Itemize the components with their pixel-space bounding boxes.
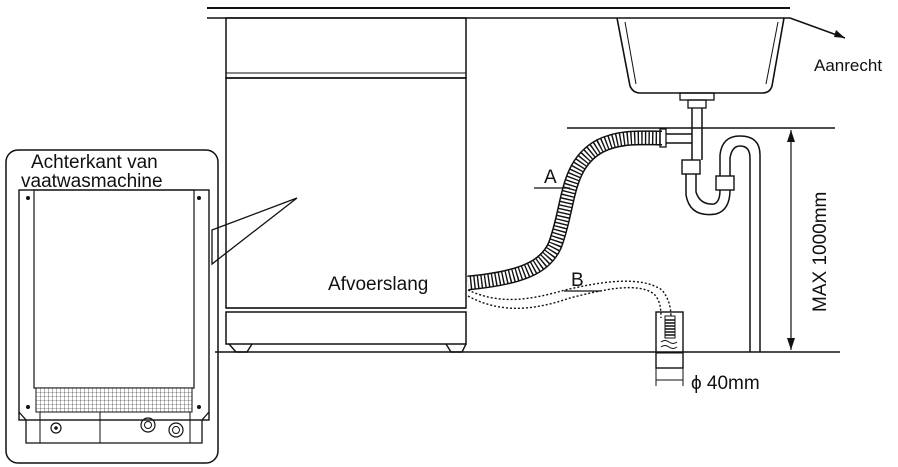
standpipe: [655, 311, 684, 386]
back-panel-title-line2: vaatwasmachine: [21, 171, 163, 192]
drain-hose-label: Afvoerslang: [328, 274, 428, 295]
drain-hose-a: [467, 128, 667, 291]
countertop: [207, 7, 846, 39]
max-height-dimension: [787, 130, 795, 350]
sink-trap: [666, 108, 761, 352]
back-panel-title-line1: Achterkant van: [31, 152, 158, 173]
callout-pointer: [211, 197, 298, 266]
back-panel-inset: [5, 149, 219, 464]
pipe-diameter-label: ϕ 40mm: [691, 373, 760, 394]
dishwasher: [225, 17, 467, 353]
option-b-label: B: [571, 270, 584, 291]
option-a-label: A: [544, 167, 557, 188]
sink: [616, 17, 785, 109]
max-height-label: MAX 1000mm: [810, 192, 831, 312]
drain-hose-b: [467, 280, 672, 319]
countertop-label: Aanrecht: [814, 56, 882, 75]
